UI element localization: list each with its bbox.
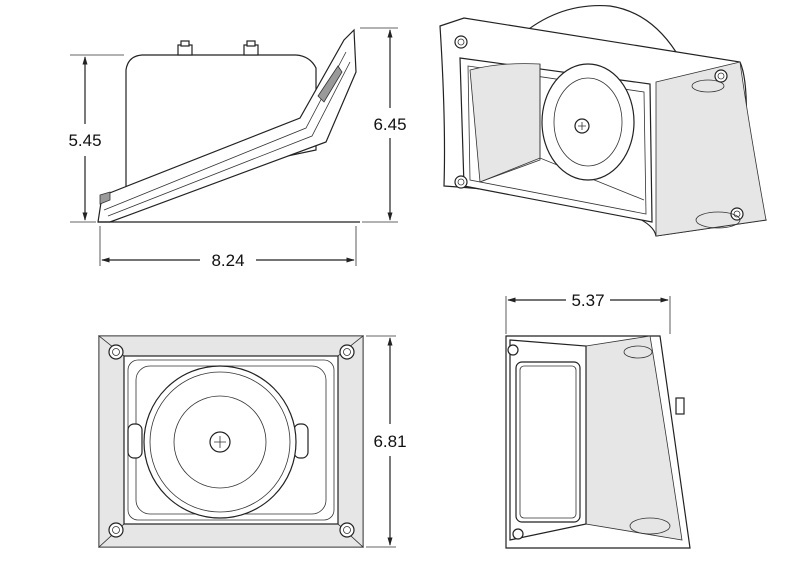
bolt-icon [243, 40, 259, 56]
dim-label-side-height: 5.45 [68, 131, 101, 150]
bolt-icon [339, 344, 355, 360]
dim-label-side-overall-height: 6.45 [373, 115, 406, 134]
isometric-view [439, 4, 767, 237]
bolt-icon [177, 40, 193, 56]
dim-label-side-width: 8.24 [211, 251, 244, 270]
front-view: 6.81 [97, 335, 407, 548]
dim-label-front-height: 6.81 [373, 432, 406, 451]
bolt-icon [512, 528, 524, 540]
bolt-icon [108, 522, 124, 538]
bolt-icon [730, 207, 744, 221]
dim-label-end-depth: 5.37 [571, 291, 604, 310]
bolt-icon [339, 522, 355, 538]
bolt-icon [108, 344, 124, 360]
bolt-icon [454, 175, 468, 189]
end-view: 5.37 [505, 291, 691, 549]
side-view: 5.45 6.45 8.24 [68, 27, 407, 270]
bolt-icon [507, 344, 519, 356]
bolt-icon [454, 35, 468, 49]
bolt-icon [714, 69, 728, 83]
